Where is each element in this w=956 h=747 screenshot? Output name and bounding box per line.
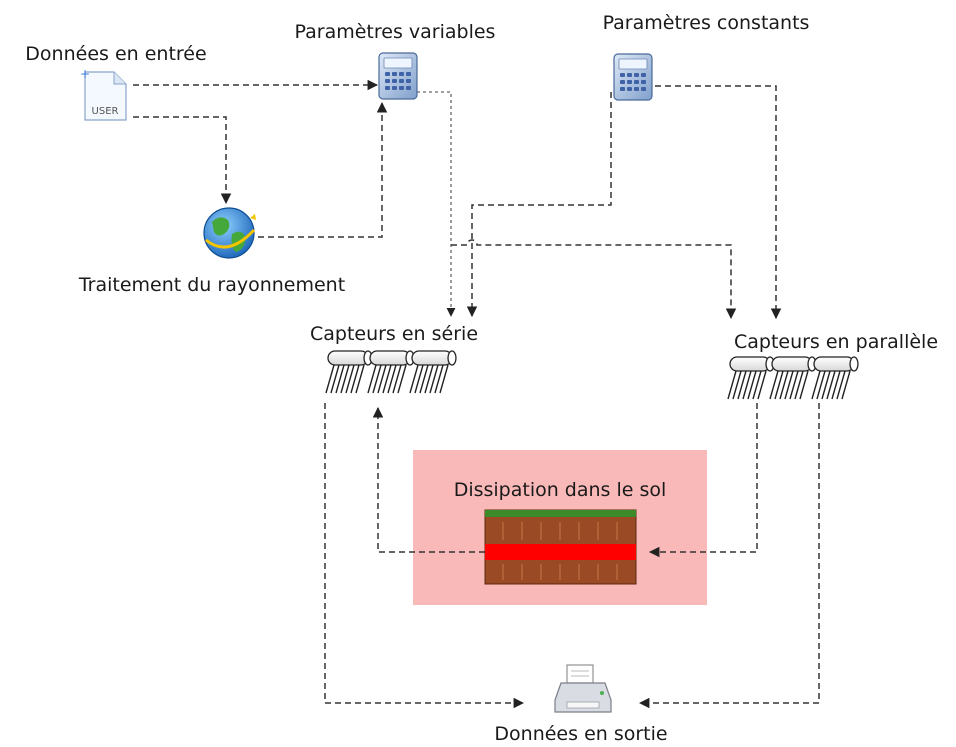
variable-params-node: Paramètres variables xyxy=(295,21,496,100)
user-file-icon: USER + xyxy=(80,67,127,121)
constant-params-node: Paramètres constants xyxy=(603,12,810,101)
edge-input-to-radiation xyxy=(133,116,232,205)
input-data-node: Données en entrée USER + xyxy=(25,43,207,121)
series-label: Capteurs en série xyxy=(310,323,478,345)
edge-series-to-output xyxy=(324,403,525,709)
constant-params-label: Paramètres constants xyxy=(603,12,810,34)
solar-collector-icon xyxy=(727,356,859,400)
user-file-icon-text: USER xyxy=(92,106,119,117)
flow-edges xyxy=(133,79,820,709)
output-data-node: Données en sortie xyxy=(494,664,668,745)
printer-icon xyxy=(554,664,612,713)
series-collectors-node: Capteurs en série xyxy=(310,323,478,394)
edge-parallel-to-soil xyxy=(648,403,758,558)
calculator-icon xyxy=(378,52,418,100)
parallel-collectors-node: Capteurs en parallèle xyxy=(727,331,938,400)
input-data-label: Données en entrée xyxy=(25,43,206,65)
edge-constant-params-to-parallel xyxy=(655,85,782,320)
edge-variable-params-to-series xyxy=(417,91,456,317)
globe-icon xyxy=(203,207,256,259)
output-label: Données en sortie xyxy=(494,723,667,745)
edge-radiation-to-variable-params xyxy=(258,101,388,238)
soil-dissipation-node: Dissipation dans le sol xyxy=(413,450,707,605)
solar-collector-icon xyxy=(325,350,457,394)
radiation-node: Traitement du rayonnement xyxy=(78,207,345,296)
soil-label: Dissipation dans le sol xyxy=(454,479,667,501)
edge-soil-to-series xyxy=(372,406,485,553)
edge-parallel-to-output xyxy=(638,403,820,709)
edge-constant-params-to-series xyxy=(466,92,612,318)
edge-variable-params-to-parallel xyxy=(451,239,737,320)
variable-params-label: Paramètres variables xyxy=(295,21,496,43)
soil-layer-icon xyxy=(484,509,637,585)
radiation-label: Traitement du rayonnement xyxy=(78,274,345,296)
parallel-label: Capteurs en parallèle xyxy=(734,331,938,353)
calculator-icon xyxy=(613,53,653,101)
svg-text:+: + xyxy=(80,67,90,81)
